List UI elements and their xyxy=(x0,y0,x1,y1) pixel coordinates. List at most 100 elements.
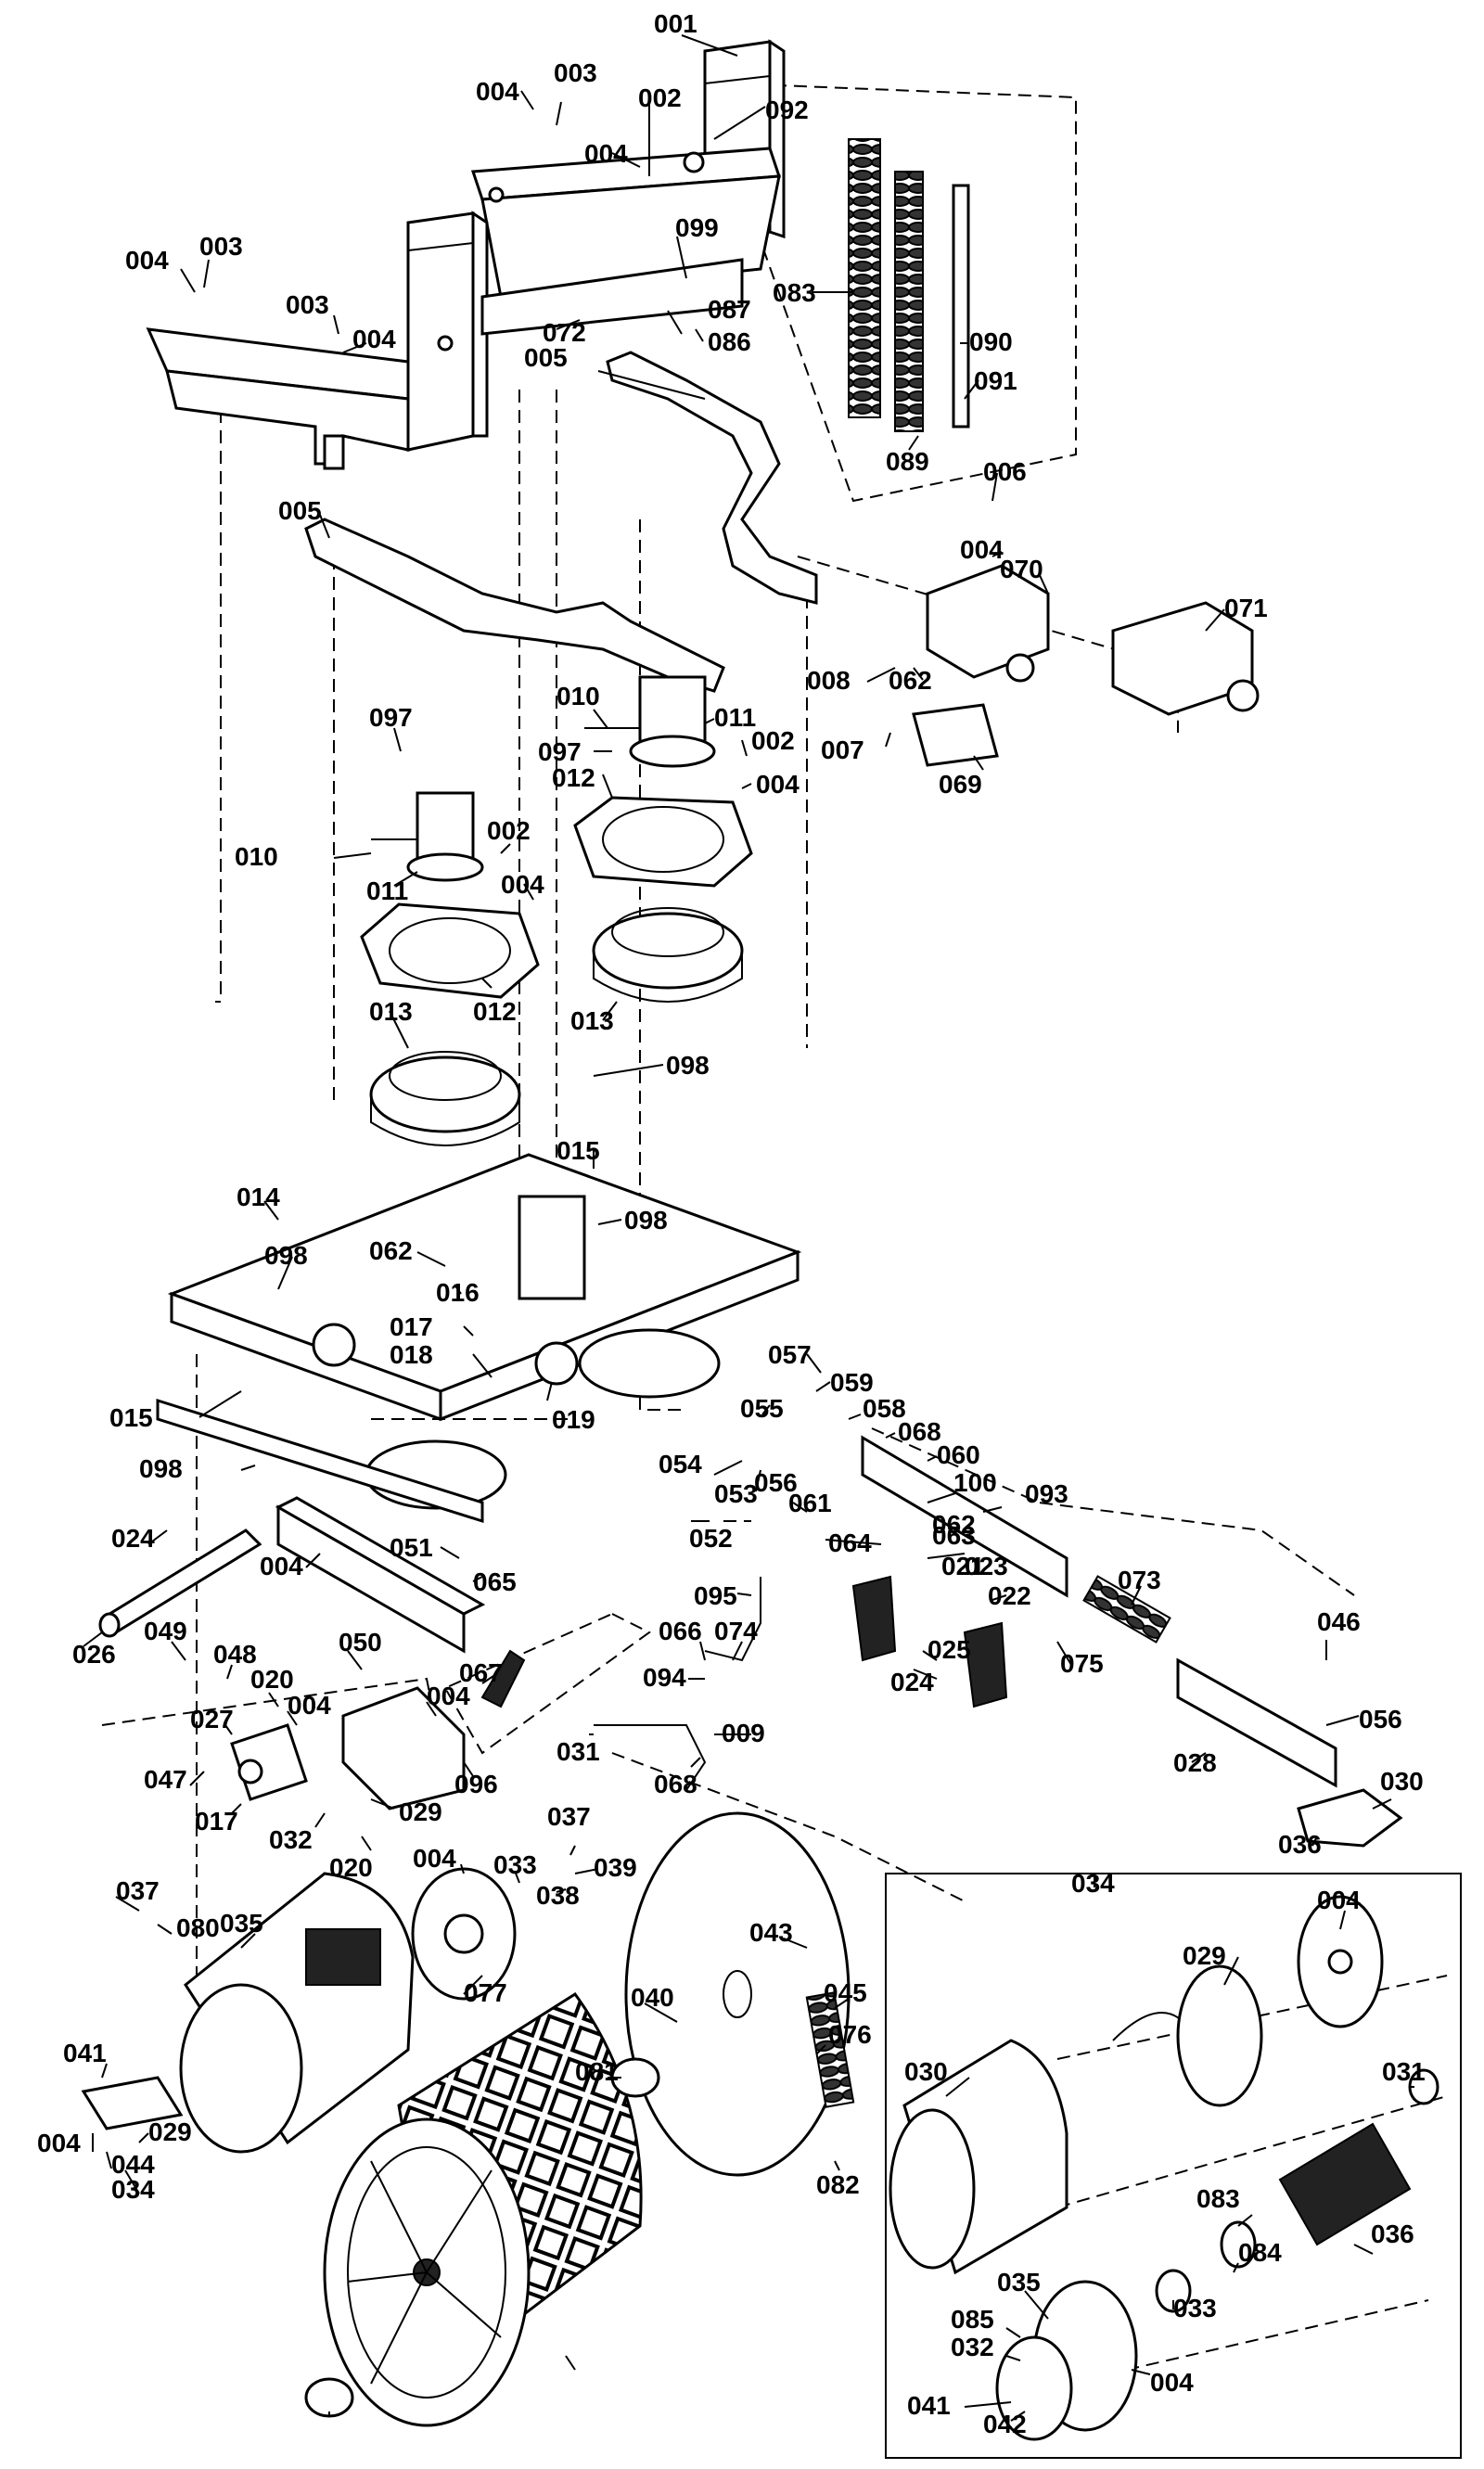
part-label: 004 xyxy=(584,139,628,168)
part-label: 040 xyxy=(631,1983,674,2012)
part-label: 059 xyxy=(830,1368,874,1397)
part-label: 068 xyxy=(654,1770,697,1798)
bracket-071 xyxy=(1111,601,1260,716)
part-label: 001 xyxy=(654,9,697,38)
part-label: 098 xyxy=(139,1454,183,1483)
bearing-plate-right xyxy=(573,796,753,888)
frame-handle-assembly xyxy=(146,39,786,470)
spring-095 xyxy=(1082,1575,1171,1644)
part-label: 035 xyxy=(220,1909,263,1938)
part-label: 021 xyxy=(941,1552,985,1580)
part-label: 002 xyxy=(638,83,682,112)
part-label: 029 xyxy=(399,1797,442,1826)
part-label: 062 xyxy=(369,1236,413,1265)
part-label: 004 xyxy=(476,77,519,106)
part-label: 056 xyxy=(754,1468,798,1497)
part-label: 004 xyxy=(125,246,169,275)
part-label: 003 xyxy=(286,290,329,319)
part-label: 090 xyxy=(969,327,1013,356)
part-label: 053 xyxy=(714,1479,758,1508)
part-label: 013 xyxy=(369,997,413,1026)
leader-lines xyxy=(83,34,1414,2422)
part-label: 100 xyxy=(953,1468,997,1497)
part-label: 041 xyxy=(907,2391,951,2420)
part-label: 004 xyxy=(413,1844,456,1873)
part-label: 004 xyxy=(960,535,1004,564)
part-label: 023 xyxy=(965,1552,1008,1580)
part-label: 052 xyxy=(689,1524,733,1553)
chassis-014 xyxy=(156,1153,802,1524)
part-label: 080 xyxy=(176,1913,220,1942)
part-label: 034 xyxy=(1071,1869,1115,1898)
part-label: 006 xyxy=(983,457,1027,486)
part-label: 058 xyxy=(863,1394,906,1423)
part-label: 085 xyxy=(951,2305,994,2334)
part-label: 010 xyxy=(235,842,278,871)
sprocket-043 xyxy=(624,1811,851,2177)
part-label: 055 xyxy=(740,1394,784,1423)
part-label: 032 xyxy=(269,1825,313,1854)
part-label: 027 xyxy=(190,1705,234,1733)
part-label: 036 xyxy=(1371,2220,1414,2248)
part-label: 037 xyxy=(547,1802,591,1831)
part-label: 031 xyxy=(1382,2057,1426,2086)
part-label: 041 xyxy=(63,2039,107,2067)
part-label: 029 xyxy=(148,2117,192,2146)
part-label: 074 xyxy=(714,1617,758,1645)
part-label: 099 xyxy=(675,213,719,242)
part-label: 026 xyxy=(72,1640,116,1669)
part-label: 093 xyxy=(1025,1479,1068,1508)
part-label: 048 xyxy=(213,1640,257,1669)
part-label: 037 xyxy=(116,1876,160,1905)
part-label: 057 xyxy=(768,1340,812,1369)
lever-025 xyxy=(480,1649,526,1708)
part-label: 020 xyxy=(329,1853,373,1882)
bearing-cup-right xyxy=(592,907,744,1003)
part-label: 014 xyxy=(237,1183,280,1211)
part-label: 004 xyxy=(1150,2368,1194,2397)
part-label: 032 xyxy=(951,2333,994,2361)
part-label: 056 xyxy=(1359,1705,1402,1733)
part-label: 005 xyxy=(524,343,568,372)
part-label: 004 xyxy=(1317,1886,1361,1914)
part-label: 073 xyxy=(1118,1566,1161,1594)
part-label: 016 xyxy=(436,1278,480,1307)
part-label: 095 xyxy=(694,1581,737,1610)
part-label: 010 xyxy=(556,682,600,710)
part-label: 096 xyxy=(454,1770,498,1798)
part-label: 033 xyxy=(493,1850,537,1879)
part-label: 029 xyxy=(1183,1941,1226,1970)
part-label: 075 xyxy=(1060,1649,1104,1678)
axle-bracket-lower xyxy=(304,518,725,693)
part-label: 072 xyxy=(543,318,586,347)
tube-023 xyxy=(275,1496,486,1654)
part-label: 062 xyxy=(889,666,932,695)
part-label: 004 xyxy=(756,770,800,799)
motor-037 xyxy=(179,1872,415,2154)
part-label: 007 xyxy=(821,736,864,764)
part-label: 030 xyxy=(1380,1767,1424,1796)
part-label: 042 xyxy=(983,2410,1027,2438)
part-label: 034 xyxy=(111,2175,155,2204)
part-label: 031 xyxy=(556,1737,600,1766)
shaft-021 xyxy=(98,1529,262,1638)
part-label: 043 xyxy=(749,1918,793,1947)
part-label: 044 xyxy=(111,2150,155,2179)
part-label: 004 xyxy=(501,870,544,899)
part-label: 005 xyxy=(278,496,322,525)
part-label: 087 xyxy=(708,295,751,324)
part-label: 065 xyxy=(473,1567,517,1596)
part-label: 008 xyxy=(807,666,851,695)
part-label: 028 xyxy=(1173,1748,1217,1777)
part-labels: 001 003 004 002 004 092 004 003 099 083 … xyxy=(37,9,1426,2438)
part-label: 083 xyxy=(1196,2184,1240,2213)
bearing-plate-left xyxy=(360,902,540,999)
foot-pedal-068 xyxy=(1297,1788,1403,1848)
part-label: 019 xyxy=(552,1405,595,1434)
wheel-042 xyxy=(323,1991,643,2427)
part-label: 004 xyxy=(260,1552,303,1580)
part-label: 017 xyxy=(195,1807,238,1836)
part-label: 013 xyxy=(570,1006,614,1035)
part-label: 060 xyxy=(937,1440,980,1469)
